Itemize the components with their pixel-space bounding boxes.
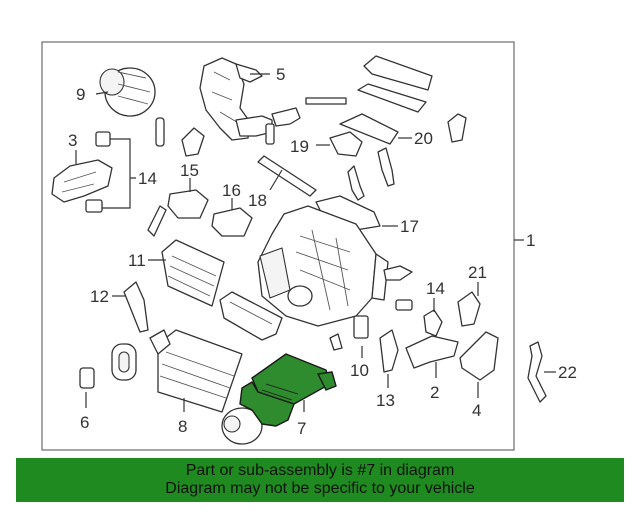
duct-top-mid (357, 83, 427, 113)
part-10 (353, 315, 369, 339)
hvac-case (257, 205, 389, 327)
duct-4 (459, 331, 499, 381)
seal-strip-18 (257, 155, 317, 197)
callout-9: 9 (76, 85, 85, 104)
blower-motor (99, 67, 156, 117)
callout-21: 21 (468, 263, 487, 282)
s-duct-b (377, 147, 395, 187)
connector-right (383, 265, 413, 281)
callout-18: 18 (248, 191, 267, 210)
callout-15: 15 (180, 161, 199, 180)
heater-core-highlight (239, 353, 337, 427)
duct-top-long (363, 55, 433, 91)
parts-diagram: 1 2 3 4 5 6 7 8 9 10 11 12 13 14 14 15 1… (41, 41, 577, 451)
evaporator (149, 329, 243, 413)
info-banner: Part or sub-assembly is #7 in diagram Di… (16, 458, 624, 502)
callout-13: 13 (376, 391, 395, 410)
callout-20: 20 (414, 129, 433, 148)
strip-small (147, 205, 167, 237)
actuator-motor (221, 407, 263, 445)
drain-hose-22 (527, 341, 547, 403)
sensor-6 (79, 367, 95, 389)
gasket (219, 291, 283, 341)
callout-1: 1 (526, 231, 535, 250)
callout-5: 5 (276, 65, 285, 84)
assembly-frame (41, 41, 515, 451)
upper-bracket-harness (199, 57, 301, 145)
bracket-12 (123, 281, 149, 333)
callout-12: 12 (90, 287, 109, 306)
vent-trim (447, 113, 467, 143)
rubber-grommet-inner (118, 351, 130, 373)
callout-17: 17 (400, 217, 419, 236)
callout-22: 22 (558, 363, 577, 382)
small-arm (329, 333, 343, 351)
left-duct (51, 159, 113, 203)
clip-right (395, 299, 413, 311)
bracket-16 (211, 207, 253, 237)
duct-2 (405, 335, 459, 369)
callout-8: 8 (178, 417, 187, 436)
callout-11: 11 (128, 251, 146, 270)
cabin-filter (161, 239, 225, 307)
s-duct-a (347, 165, 365, 201)
part-13 (379, 329, 399, 373)
callout-14: 14 (138, 169, 157, 188)
bracket-15 (167, 189, 209, 219)
clip-upper (95, 131, 111, 147)
callout-3: 3 (68, 131, 77, 150)
part-21 (457, 291, 481, 327)
callout-2: 2 (430, 383, 439, 402)
callout-7: 7 (297, 419, 306, 438)
callout-14b: 14 (426, 279, 445, 298)
callout-19: 19 (290, 137, 309, 156)
part-14-right (423, 309, 443, 337)
mode-part-19 (329, 131, 363, 157)
door-link (181, 127, 205, 157)
banner-line-2: Diagram may not be specific to your vehi… (165, 480, 475, 497)
callout-4: 4 (472, 401, 481, 420)
callout-6: 6 (80, 413, 89, 432)
mode-part-20 (339, 113, 399, 145)
strip-top (305, 97, 347, 105)
clip-lower (85, 199, 103, 213)
callout-10: 10 (350, 361, 369, 380)
seal-small-a (155, 117, 165, 147)
callout-16: 16 (222, 181, 241, 200)
banner-line-1: Part or sub-assembly is #7 in diagram (185, 462, 455, 479)
